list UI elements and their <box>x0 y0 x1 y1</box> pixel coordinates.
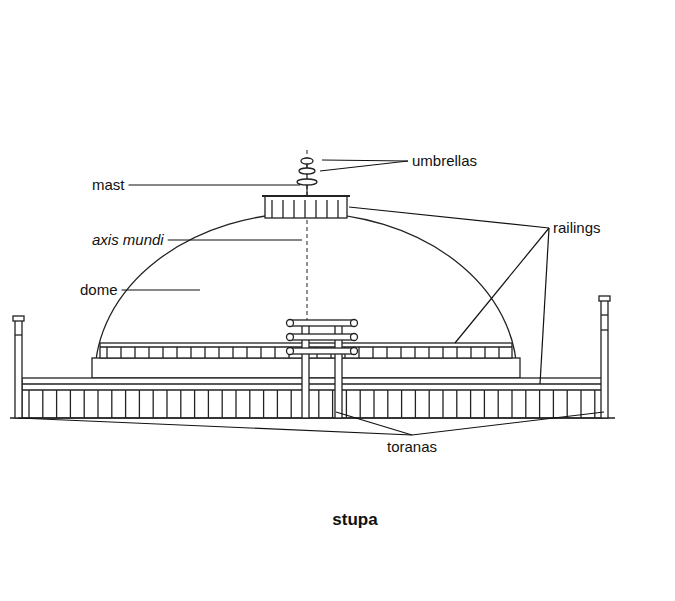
railing-post <box>594 390 595 418</box>
railing-post <box>153 390 154 418</box>
umbrella <box>299 168 315 174</box>
umbrella <box>297 179 317 185</box>
leader-line <box>320 161 408 171</box>
railing-post <box>567 390 568 418</box>
railing-post <box>318 390 319 418</box>
railing-post <box>553 390 554 418</box>
lower-railing <box>22 378 602 418</box>
railing-post <box>470 347 471 358</box>
railing-post <box>139 390 140 418</box>
harmika-railing <box>265 196 347 218</box>
railing-post <box>484 347 485 358</box>
railing-post <box>208 390 209 418</box>
railing-post <box>97 390 98 418</box>
railing-post <box>263 390 264 418</box>
railing-post <box>498 390 499 418</box>
leader-line <box>412 412 604 435</box>
railing-post <box>539 390 540 418</box>
railing-post <box>291 390 292 418</box>
railing-post <box>277 390 278 418</box>
railing-post <box>415 390 416 418</box>
leader-line <box>18 418 412 435</box>
railing-post <box>470 390 471 418</box>
railing-post <box>484 390 485 418</box>
caption: stupa <box>332 510 377 530</box>
leader-line <box>540 228 549 384</box>
railing-post <box>414 347 415 358</box>
torana-gate <box>287 320 358 419</box>
part-label: axis mundi <box>92 231 164 249</box>
leader-line <box>168 239 302 240</box>
railing-post <box>358 347 359 358</box>
railing-post <box>84 390 85 418</box>
ground-line <box>10 417 615 419</box>
railing-post <box>373 390 374 418</box>
railing-post <box>337 200 338 218</box>
railing-post <box>42 390 43 418</box>
railing-post <box>190 347 191 358</box>
railing-post <box>346 390 347 418</box>
railing-post <box>28 390 29 418</box>
railing-post <box>442 390 443 418</box>
railing-post <box>293 200 294 218</box>
railing-post <box>360 390 361 418</box>
part-label: toranas <box>387 438 437 456</box>
railing-post <box>580 390 581 418</box>
railing-post <box>304 200 305 218</box>
railing-post <box>260 347 261 358</box>
railing-post <box>162 347 163 358</box>
railing-post <box>246 347 247 358</box>
railing-post <box>282 200 283 218</box>
railing-post <box>148 347 149 358</box>
railing-post <box>235 390 236 418</box>
side-pillar <box>13 296 610 418</box>
railing-post <box>222 390 223 418</box>
railing-post <box>429 390 430 418</box>
railing-post <box>332 390 333 418</box>
railing-post <box>442 347 443 358</box>
railing-post <box>218 347 219 358</box>
railing-post <box>456 390 457 418</box>
railing-post <box>232 347 233 358</box>
railing-post <box>386 347 387 358</box>
railing-post <box>326 200 327 218</box>
railing-post <box>106 347 107 358</box>
railing-post <box>400 347 401 358</box>
leader-line <box>349 207 549 228</box>
part-label: umbrellas <box>412 152 477 170</box>
leader-line <box>129 184 300 185</box>
leader-line <box>455 228 549 343</box>
railing-post <box>274 347 275 358</box>
railing-post <box>401 390 402 418</box>
leader-line <box>322 160 408 161</box>
railing-post <box>387 390 388 418</box>
railing-post <box>56 390 57 418</box>
railing-post <box>271 200 272 218</box>
railing-post <box>134 347 135 358</box>
leader-line <box>122 289 200 290</box>
railing-post <box>120 347 121 358</box>
railing-post <box>525 390 526 418</box>
railing-post <box>204 347 205 358</box>
part-label: mast <box>92 176 125 194</box>
umbrella <box>301 158 313 164</box>
railing-post <box>70 390 71 418</box>
railing-post <box>498 347 499 358</box>
railing-post <box>428 347 429 358</box>
railing-post <box>372 347 373 358</box>
railing-post <box>111 390 112 418</box>
railing-post <box>166 390 167 418</box>
railing-post <box>194 390 195 418</box>
railing-post <box>180 390 181 418</box>
railing-post <box>125 390 126 418</box>
part-label: railings <box>553 219 601 237</box>
railing-post <box>511 390 512 418</box>
railing-post <box>176 347 177 358</box>
railing-post <box>315 200 316 218</box>
railing-post <box>249 390 250 418</box>
part-label: dome <box>80 281 118 299</box>
leader-line <box>336 412 412 435</box>
railing-post <box>456 347 457 358</box>
